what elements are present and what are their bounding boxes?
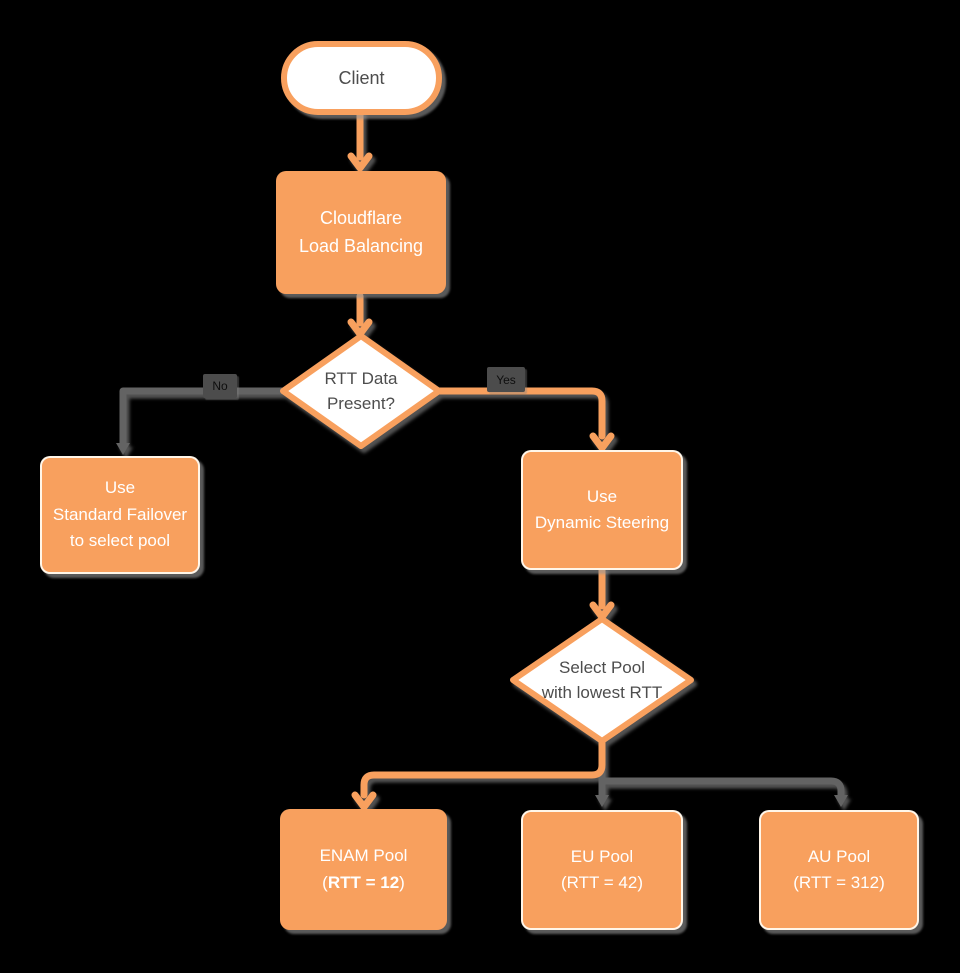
standard-failover-line2: Standard Failover (52, 504, 188, 524)
node-rtt-decision-label: RTT Data Present? (281, 357, 441, 425)
arrowhead-standard-failover (116, 443, 130, 455)
rtt-decision-line1: RTT Data (324, 368, 398, 388)
node-client-label: Client (338, 67, 385, 88)
node-eu-pool: EU Pool (RTT = 42) (521, 810, 683, 930)
arrowhead-dynamic-steering (589, 432, 615, 452)
select-pool-diamond (510, 616, 694, 744)
node-standard-failover: Use Standard Failover to select pool (40, 456, 200, 574)
eu-pool-line2: (RTT = 42) (560, 873, 644, 892)
enam-pool-line2: (RTT = 12) (322, 872, 405, 892)
arrowhead-au-pool (834, 795, 848, 807)
dynamic-steering-line1: Use (586, 486, 618, 506)
au-pool-line1: AU Pool (807, 846, 871, 866)
enam-rtt-value: RTT = 12 (327, 872, 400, 892)
select-pool-line1: Select Pool (559, 657, 645, 677)
node-dynamic-steering: Use Dynamic Steering (521, 450, 683, 570)
eu-pool-line1: EU Pool (570, 846, 634, 866)
edge-selectpool-to-au (602, 777, 845, 796)
node-cloudflare-line1: Cloudflare (319, 207, 403, 228)
enam-pool-line1: ENAM Pool (319, 846, 408, 866)
node-cloudflare-line2: Load Balancing (298, 235, 424, 256)
edge-label-yes: Yes (487, 367, 525, 392)
node-client: Client (281, 41, 442, 115)
arrowhead-cloudflare (347, 152, 373, 172)
node-au-pool: AU Pool (RTT = 312) (759, 810, 919, 930)
dynamic-steering-line2: Dynamic Steering (534, 513, 670, 532)
standard-failover-line1: Use (104, 478, 136, 498)
edge-selectpool-to-enam (360, 737, 606, 799)
rtt-decision-line2: Present? (326, 394, 396, 413)
au-pool-line2: (RTT = 312) (793, 873, 885, 892)
select-pool-line2: with lowest RTT (541, 683, 663, 702)
rtt-decision-diamond (280, 333, 442, 449)
edge-label-no: No (203, 374, 237, 398)
node-enam-pool: ENAM Pool (RTT = 12) (280, 809, 447, 930)
arrowhead-enam-pool (351, 791, 377, 811)
edge-yes-to-dynamic (432, 387, 606, 440)
standard-failover-line3: to select pool (69, 531, 171, 551)
node-cloudflare-load-balancing: Cloudflare Load Balancing (276, 171, 446, 294)
arrowhead-eu-pool (595, 795, 609, 807)
node-select-pool-label: Select Pool with lowest RTT (512, 646, 692, 714)
edge-no-to-standard-failover (119, 387, 286, 446)
